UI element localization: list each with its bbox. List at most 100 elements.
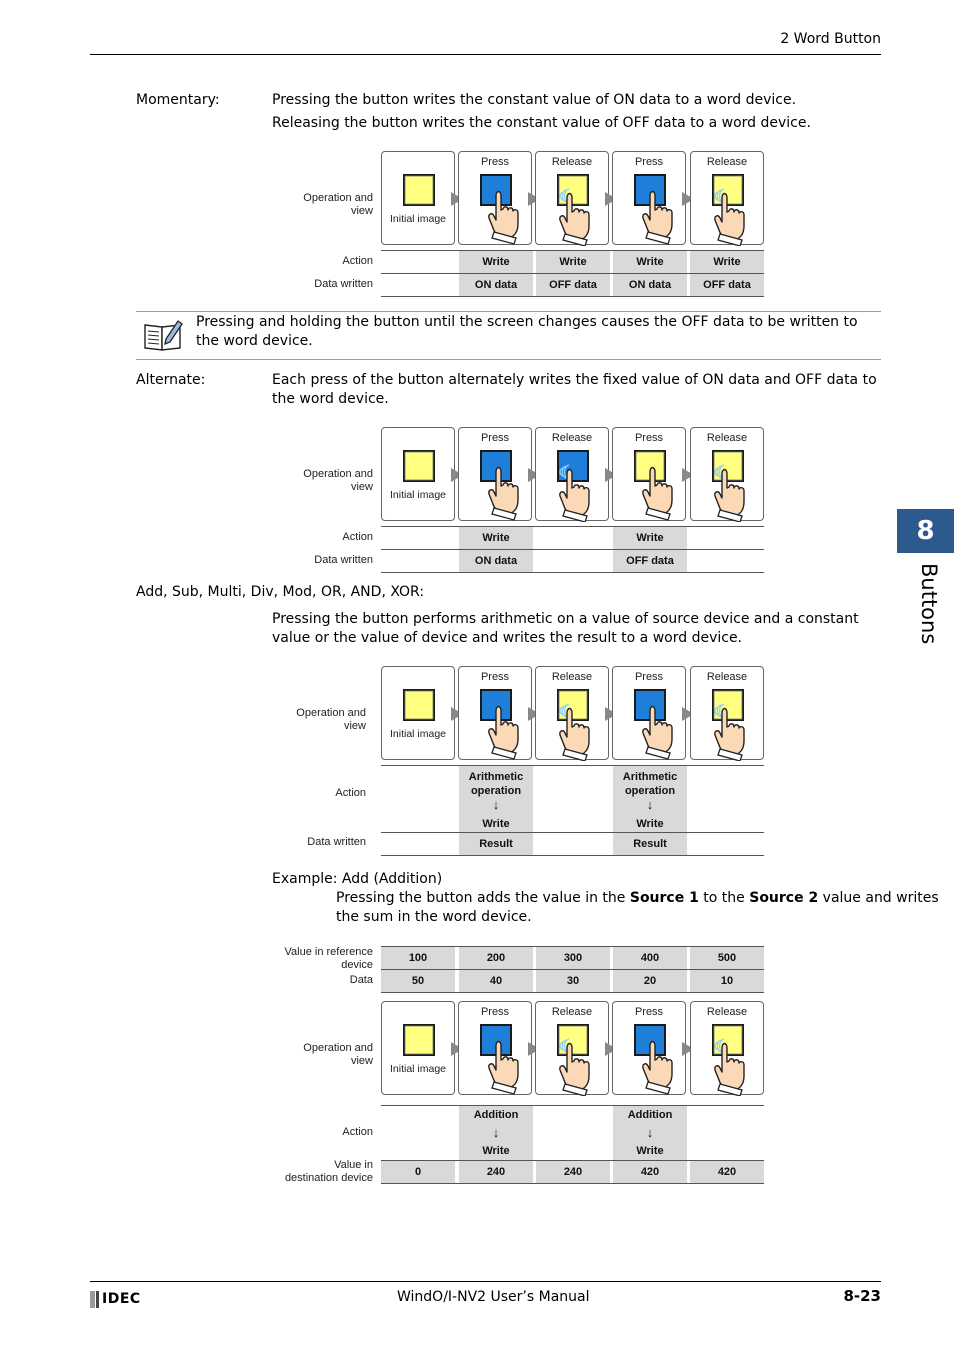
release-label: Release [706,671,748,683]
release-label: Release [706,1006,748,1018]
action-label: Action [335,787,366,799]
data-cell: ON data [459,550,533,572]
note-rule-bottom [136,359,881,360]
button-yellow-icon [403,450,435,482]
release-hand-icon [712,689,745,761]
write-label: Write [636,818,664,830]
press-label: Press [634,156,664,168]
arith-line-2: operation [624,785,676,797]
release-label: Release [706,432,748,444]
press-label: Press [634,671,664,683]
press-label: Press [480,671,510,683]
panel-press: Press [612,427,686,521]
header-rule [90,54,881,55]
panel-press: Press [458,427,532,521]
dest-value-cell: 0 [381,1161,455,1183]
arithmetic-text: Pressing the button performs arithmetic … [272,611,859,646]
initial-image-label: Initial image [389,213,447,225]
row-rule [381,765,764,766]
panel-release: Release [690,666,764,761]
panel-release: Release [690,1001,764,1096]
chapter-tab[interactable]: 8 [897,509,954,553]
write-label: Write [636,1145,664,1157]
row-rule [381,549,764,550]
data-cell: ON data [459,274,533,296]
action-cell: Write [690,251,764,273]
panel-press: Press [458,1001,532,1095]
action-cell: Write [613,251,687,273]
ref-value-cell: 300 [536,947,610,969]
alternate-text: Each press of the button alternately wri… [272,372,877,407]
data-label: Data [349,974,373,986]
arith-line-1: Arithmetic [468,771,524,783]
write-label: Write [482,818,510,830]
release-hand-icon [712,1024,745,1096]
action-label: Action [342,1126,373,1138]
press-label: Press [634,1006,664,1018]
note-icon [144,320,183,351]
action-cell-addition: Addition ↓ Write [459,1106,533,1160]
press-hand-icon [480,689,519,760]
addition-label: Addition [627,1109,673,1121]
button-yellow-icon [403,1024,435,1056]
ref-value-cell: 400 [613,947,687,969]
term-momentary: Momentary: [136,92,220,108]
row-rule [381,273,764,274]
button-yellow-icon [403,689,435,721]
press-label: Press [480,1006,510,1018]
press-hand-icon [480,1024,519,1095]
logo-bar-icon [96,1290,99,1308]
addition-label: Addition [473,1109,519,1121]
action-cell: Write [459,527,533,549]
initial-image-label: Initial image [389,489,447,501]
arith-line-1: Arithmetic [622,771,678,783]
release-label: Release [551,671,593,683]
initial-image-label: Initial image [389,728,447,740]
panel-release: Release [535,427,609,522]
data-value-cell: 20 [613,970,687,992]
down-arrow-icon: ↓ [492,1125,500,1140]
term-arithmetic: Add, Sub, Multi, Div, Mod, OR, AND, XOR: [136,584,425,600]
panel-initial: Initial image [381,151,455,245]
panel-press: Press [612,1001,686,1095]
action-cell-addition: Addition ↓ Write [613,1106,687,1160]
action-label: Action [342,531,373,543]
down-arrow-icon: ↓ [492,797,500,812]
note-text: Pressing and holding the button until th… [196,314,858,349]
data-value-cell: 10 [690,970,764,992]
release-hand-icon [712,450,745,522]
dest-value-cell: 420 [690,1161,764,1183]
data-cell: OFF data [690,274,764,296]
example-title: Example: Add (Addition) [272,871,443,887]
panel-press: Press [458,151,532,245]
release-hand-icon [557,450,590,522]
footer-rule [90,1281,881,1282]
idec-logo: IDEC [90,1290,141,1308]
release-label: Release [551,156,593,168]
action-label: Action [342,255,373,267]
down-arrow-icon: ↓ [646,797,654,812]
data-value-cell: 30 [536,970,610,992]
panel-release: Release [535,666,609,761]
panel-release: Release [535,1001,609,1096]
panel-initial: Initial image [381,427,455,521]
example-text-2: the sum in the word device. [336,909,532,925]
button-yellow-icon [403,174,435,206]
press-label: Press [480,432,510,444]
panel-press: Press [612,666,686,760]
dest-value-cell: 240 [459,1161,533,1183]
logo-bar-icon [90,1290,95,1308]
press-label: Press [480,156,510,168]
data-cell: Result [613,833,687,855]
release-label: Release [551,1006,593,1018]
action-cell: Write [536,251,610,273]
panel-initial: Initial image [381,666,455,760]
row-rule [381,1160,764,1161]
release-hand-icon [557,689,590,761]
row-rule [381,946,764,947]
running-header: 2 Word Button [780,31,881,47]
